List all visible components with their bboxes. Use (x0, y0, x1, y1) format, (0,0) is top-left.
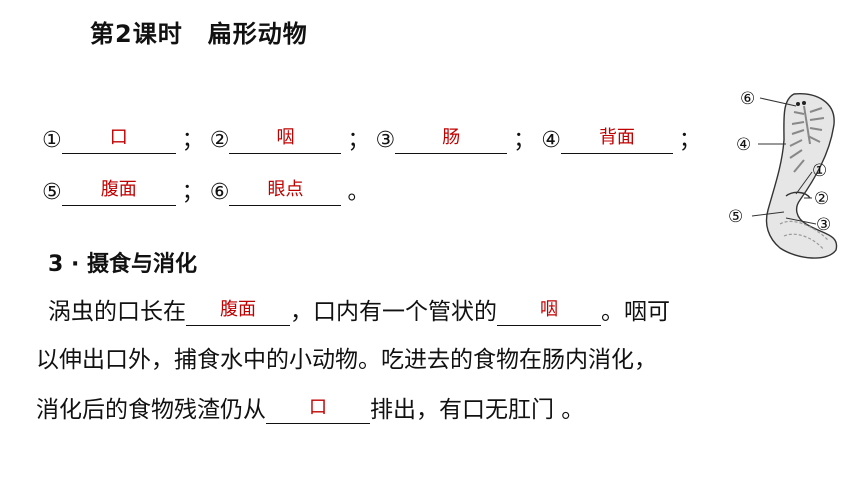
text-segment: 排出，有口无肛门 。 (370, 397, 585, 423)
callout-6: ⑥ (740, 89, 755, 109)
label-number-3: ③ (375, 128, 396, 153)
page-title: 第2课时 扁形动物 (90, 20, 308, 48)
text-segment: ，口内有一个管状的 (290, 299, 497, 325)
pharynx-shape (785, 191, 811, 199)
answer-blank-6: 眼点 (229, 179, 342, 206)
callout-4: ④ (736, 135, 751, 155)
label-number-2: ② (209, 128, 230, 153)
separator: ； (181, 128, 204, 153)
terminator: 。 (347, 180, 370, 205)
label-number-4: ④ (541, 128, 561, 153)
answer-text: 咽 (540, 299, 558, 320)
text-segment: 。咽可 (601, 299, 670, 325)
text-segment: 涡虫的口长在 (48, 299, 186, 325)
answer-text-6: 眼点 (267, 179, 304, 200)
answer-blank-2: 咽 (229, 127, 342, 154)
planarian-body (765, 93, 838, 259)
label-number-6: ⑥ (209, 180, 230, 205)
paragraph-line-2: 以伸出口外，捕食水中的小动物。吃进去的食物在肠内消化， (36, 347, 657, 373)
answer-text: 口 (309, 397, 327, 418)
answer-text-2: 咽 (276, 127, 295, 148)
answer-text-4: 背面 (598, 127, 635, 148)
eyespot (796, 102, 800, 106)
label-number-1: ① (42, 128, 62, 153)
answer-blank-3: 肠 (395, 127, 508, 154)
answer-blank-mouth-location: 腹面 (186, 299, 290, 326)
answer-text-3: 肠 (442, 127, 461, 148)
section-heading: 3 · 摄食与消化 (48, 252, 197, 277)
separator: ； (181, 180, 204, 205)
text-segment: 消化后的食物残渣仍从 (36, 397, 266, 423)
answer-text-1: 口 (109, 127, 128, 148)
callout-2: ② (814, 189, 829, 209)
callout-5: ⑤ (728, 207, 743, 227)
callout-1: ① (812, 161, 827, 181)
label-number-5: ⑤ (42, 180, 62, 205)
paragraph-line-3: 消化后的食物残渣仍从 口 排出，有口无肛门 。 (36, 390, 584, 424)
answer-blank-4: 背面 (560, 127, 673, 154)
answer-blank-pharynx: 咽 (497, 299, 601, 326)
answer-blank-5: 腹面 (61, 179, 176, 206)
separator: ； (678, 128, 701, 153)
eyespot (802, 101, 806, 105)
paragraph-line-1: 涡虫的口长在 腹面 ，口内有一个管状的 咽 。咽可 (48, 292, 670, 326)
planarian-diagram: ⑥ ④ ① ② ⑤ ③ (728, 89, 838, 259)
answer-blank-1: 口 (61, 127, 176, 154)
answer-text-5: 腹面 (100, 179, 137, 200)
separator: ； (513, 128, 536, 153)
gut-branches (789, 105, 825, 173)
callout-lines (751, 97, 817, 225)
answer-blank-waste-exit: 口 (266, 397, 370, 424)
label-row-2: ⑤ 腹面 ；⑥ 眼点 。 (42, 174, 375, 206)
separator: ； (347, 128, 370, 153)
callout-3: ③ (816, 215, 831, 235)
rear-texture (779, 220, 829, 251)
answer-text: 腹面 (220, 299, 256, 320)
